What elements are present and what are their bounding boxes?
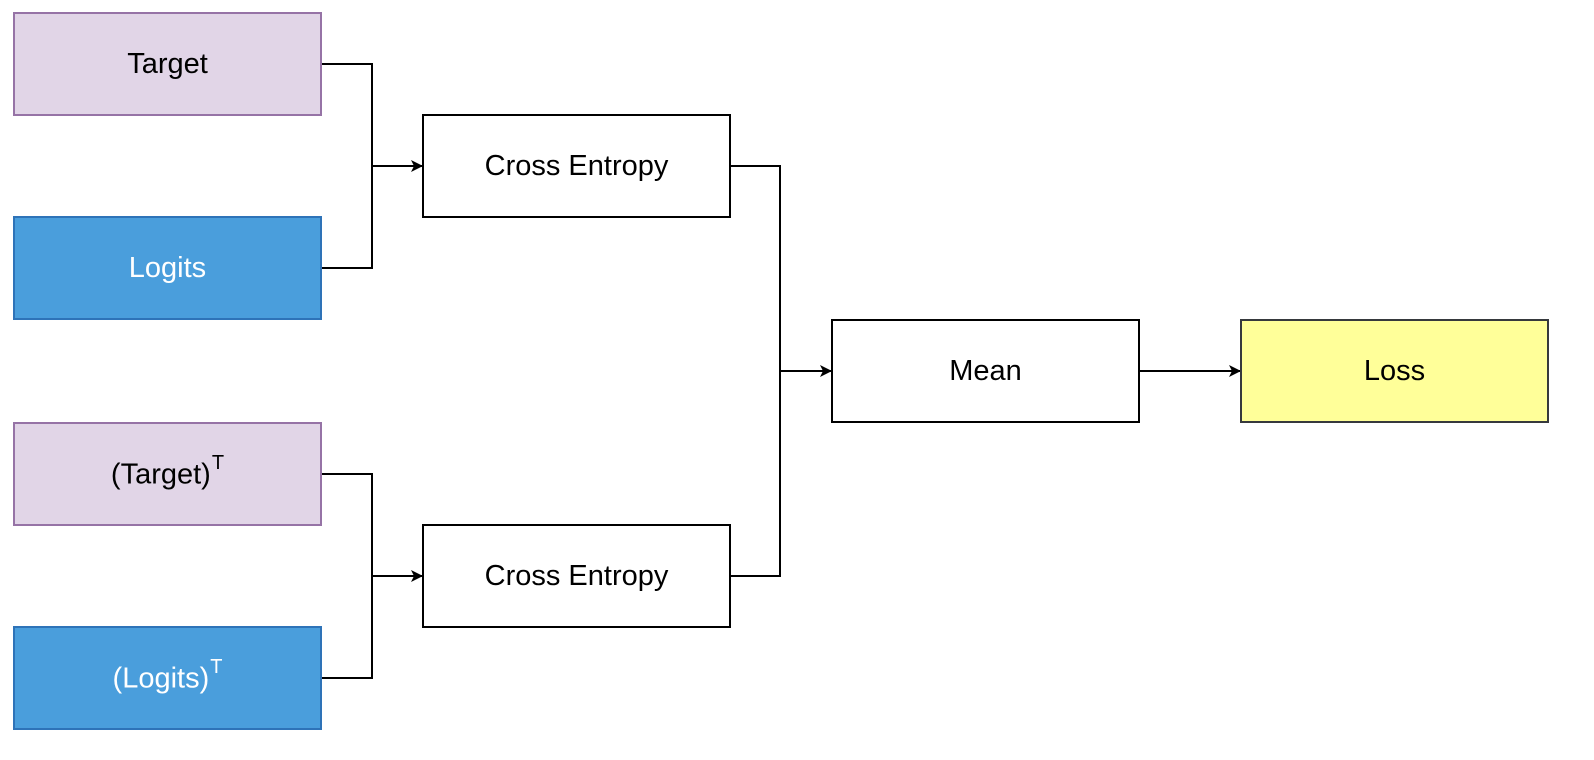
cross-entropy-bottom-node: Cross Entropy — [422, 524, 731, 628]
edge-cross-entropy-top-to-mean — [731, 165, 781, 371]
edge-target-to-cross-entropy-top — [322, 63, 373, 166]
mean-label: Mean — [949, 354, 1022, 387]
target-label: Target — [127, 47, 208, 80]
edge-target-t-to-cross-entropy-bottom — [322, 473, 373, 576]
logits-transpose-node: (Logits)T — [13, 626, 322, 730]
logits-label: Logits — [128, 251, 207, 284]
logits-node: Logits — [13, 216, 322, 320]
target-transpose-superscript: T — [211, 452, 225, 475]
target-node: Target — [13, 12, 322, 116]
target-transpose-label: (Target)T — [110, 452, 224, 492]
logits-transpose-superscript: T — [210, 656, 223, 679]
logits-transpose-base: (Logits) — [112, 662, 210, 695]
edge-logits-t-to-cross-entropy-bottom — [322, 570, 423, 679]
cross-entropy-top-label: Cross Entropy — [484, 149, 669, 182]
loss-label: Loss — [1363, 354, 1426, 387]
edge-cross-entropy-bottom-to-mean — [731, 365, 832, 577]
cross-entropy-top-node: Cross Entropy — [422, 114, 731, 218]
cross-entropy-bottom-label: Cross Entropy — [484, 559, 669, 592]
loss-node: Loss — [1240, 319, 1549, 423]
target-transpose-node: (Target)T — [13, 422, 322, 526]
logits-transpose-label: (Logits)T — [112, 656, 223, 696]
target-transpose-base: (Target) — [110, 458, 211, 491]
mean-node: Mean — [831, 319, 1140, 423]
edge-logits-to-cross-entropy-top — [322, 160, 423, 269]
